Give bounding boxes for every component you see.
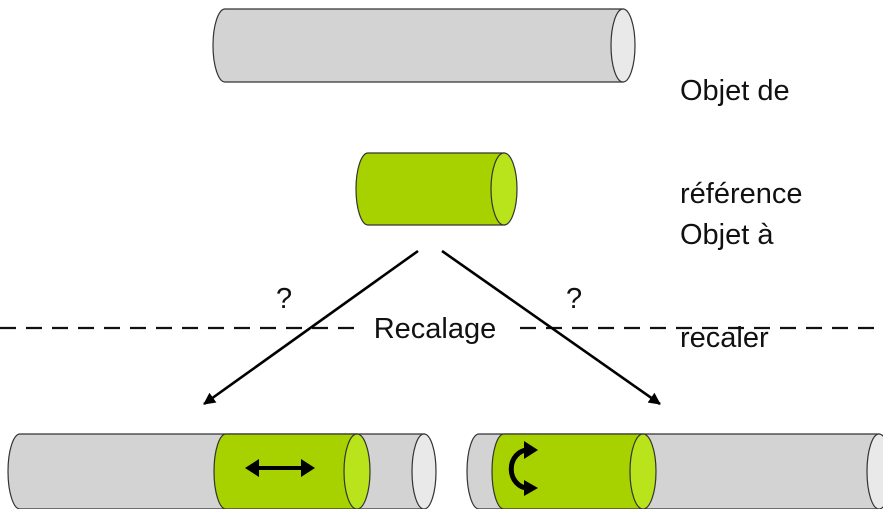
rotate-arrow-icon xyxy=(508,441,538,496)
reference-label-line1: Objet de xyxy=(680,75,790,108)
question-mark-left: ? xyxy=(276,283,293,315)
reference-label: Objet de référence xyxy=(680,6,803,246)
arrow-right xyxy=(441,249,661,406)
reference-label-line2: référence xyxy=(680,178,803,211)
question-mark-right: ? xyxy=(566,283,583,315)
registration-label: Recalage xyxy=(373,312,497,345)
rotation-result xyxy=(466,433,883,509)
arrow-left xyxy=(203,249,419,406)
reference-cylinder xyxy=(212,8,636,83)
moving-label: Objet à recaler xyxy=(680,150,774,390)
translation-result xyxy=(7,433,437,509)
moving-label-line2: recaler xyxy=(680,322,769,355)
double-arrow-icon xyxy=(245,459,315,477)
registration-label-bg xyxy=(356,310,514,348)
moving-label-line1: Objet à xyxy=(680,219,774,252)
moving-cylinder xyxy=(355,152,518,226)
